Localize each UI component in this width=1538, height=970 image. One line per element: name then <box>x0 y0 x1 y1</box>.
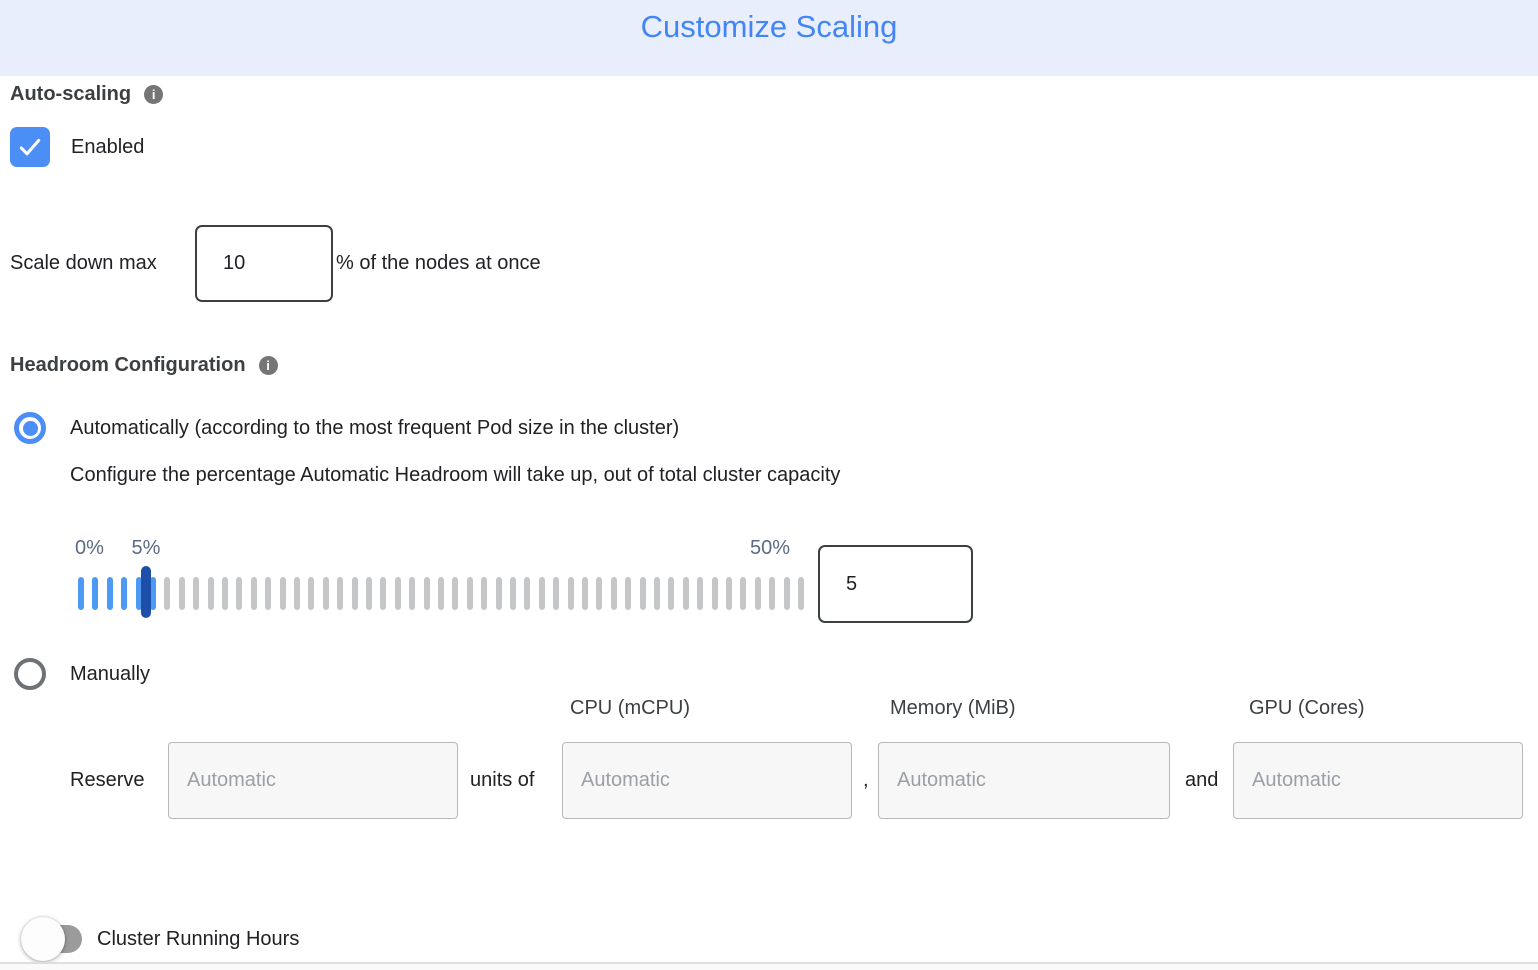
slider-tick <box>236 577 243 610</box>
headroom-slider-labels: 0% 5% 50% <box>75 537 806 563</box>
slider-tick <box>222 577 228 610</box>
headroom-manual-radio[interactable] <box>14 658 46 690</box>
auto-scaling-enabled-row: Enabled <box>10 127 144 167</box>
reserve-memory-input[interactable] <box>878 742 1170 819</box>
slider-tick <box>740 577 747 610</box>
slider-tick <box>294 577 300 610</box>
slider-tick <box>654 577 660 610</box>
auto-scaling-label: Auto-scaling <box>10 83 132 105</box>
slider-tick <box>150 577 156 610</box>
slider-tick <box>726 577 732 610</box>
reserve-cpu-input[interactable] <box>562 742 852 819</box>
slider-tick <box>711 577 718 610</box>
headroom-auto-radio-label: Automatically (according to the most fre… <box>70 416 680 439</box>
slider-tick <box>380 577 387 610</box>
comma-separator: , <box>863 769 869 791</box>
slider-tick <box>596 577 603 610</box>
slider-tick <box>351 577 358 610</box>
headroom-percentage-input[interactable] <box>818 545 973 623</box>
slider-tick <box>798 577 804 610</box>
auto-scaling-enabled-label: Enabled <box>71 135 145 158</box>
headroom-label-row: Headroom Configuration i <box>10 354 278 377</box>
cluster-running-hours-toggle[interactable] <box>21 917 82 961</box>
headroom-slider-handle[interactable] <box>141 566 151 618</box>
reserve-units-input[interactable] <box>168 742 458 819</box>
slider-tick <box>366 577 372 610</box>
slider-tick <box>207 577 214 610</box>
slider-tick <box>337 577 344 610</box>
slider-tick <box>106 577 113 610</box>
slider-tick <box>582 577 588 610</box>
checkmark-icon <box>19 138 41 156</box>
slider-tick <box>639 577 646 610</box>
headroom-auto-option-row: Automatically (according to the most fre… <box>14 412 679 444</box>
auto-scaling-label-row: Auto-scaling i <box>10 83 164 106</box>
slider-tick <box>265 577 272 610</box>
slider-tick <box>567 577 574 610</box>
slider-tick <box>481 577 488 610</box>
reserve-gpu-input[interactable] <box>1233 742 1523 819</box>
slider-tick <box>193 577 200 610</box>
panel-title: Customize Scaling <box>640 9 898 44</box>
scale-down-prefix-label: Scale down max <box>10 252 157 274</box>
bottom-strip <box>0 964 1538 970</box>
slider-tick <box>697 577 704 610</box>
slider-tick <box>524 577 531 610</box>
slider-tick <box>754 577 761 610</box>
auto-scaling-enabled-checkbox[interactable] <box>10 127 50 167</box>
slider-tick <box>308 577 315 610</box>
slider-tick <box>466 577 473 610</box>
auto-scaling-info-icon[interactable]: i <box>144 85 164 104</box>
slider-tick <box>438 577 444 610</box>
radio-dot <box>22 420 38 436</box>
slider-tick <box>78 577 84 610</box>
headroom-configuration-label: Headroom Configuration <box>10 354 246 376</box>
slider-tick <box>553 577 560 610</box>
slider-tick <box>394 577 401 610</box>
and-label: and <box>1185 769 1219 791</box>
slider-tick <box>682 577 689 610</box>
column-header-memory: Memory (MiB) <box>890 697 1016 719</box>
scale-down-suffix-label: % of the nodes at once <box>336 252 541 274</box>
slider-tick <box>279 577 286 610</box>
headroom-manual-option-row: Manually <box>14 658 150 690</box>
slider-tick <box>510 577 516 610</box>
slider-current-label: 5% <box>131 537 161 559</box>
headroom-auto-description: Configure the percentage Automatic Headr… <box>70 464 841 486</box>
scale-down-max-input[interactable] <box>195 225 333 302</box>
slider-tick <box>668 577 675 610</box>
slider-tick <box>322 577 329 610</box>
reserve-column-headers: CPU (mCPU) Memory (MiB) GPU (Cores) <box>0 697 1538 721</box>
headroom-manual-radio-label: Manually <box>70 662 151 685</box>
headroom-slider[interactable] <box>78 566 806 620</box>
headroom-info-icon[interactable]: i <box>258 356 278 375</box>
slider-tick <box>135 577 142 610</box>
slider-tick <box>121 577 128 610</box>
column-header-cpu: CPU (mCPU) <box>570 697 690 719</box>
slider-tick <box>610 577 617 610</box>
units-of-label: units of <box>470 769 535 791</box>
slider-max-label: 50% <box>749 537 790 559</box>
bottom-divider <box>0 962 1538 964</box>
slider-tick <box>538 577 545 610</box>
slider-tick <box>423 577 430 610</box>
slider-tick <box>783 577 790 610</box>
toggle-knob[interactable] <box>21 917 65 961</box>
slider-tick <box>769 577 776 610</box>
slider-tick <box>92 577 99 610</box>
slider-tick <box>495 577 502 610</box>
reserve-row: Reserve units of , and <box>0 742 1538 819</box>
reserve-label: Reserve <box>70 769 145 791</box>
cluster-running-hours-label: Cluster Running Hours <box>97 928 300 950</box>
slider-tick <box>164 577 171 610</box>
slider-min-label: 0% <box>75 537 104 559</box>
slider-tick <box>250 577 257 610</box>
slider-tick <box>625 577 632 610</box>
slider-tick <box>452 577 459 610</box>
panel-header: Customize Scaling <box>0 0 1538 76</box>
slider-tick <box>409 577 416 610</box>
slider-tick <box>178 577 185 610</box>
headroom-auto-radio[interactable] <box>14 412 46 444</box>
column-header-gpu: GPU (Cores) <box>1249 697 1365 719</box>
